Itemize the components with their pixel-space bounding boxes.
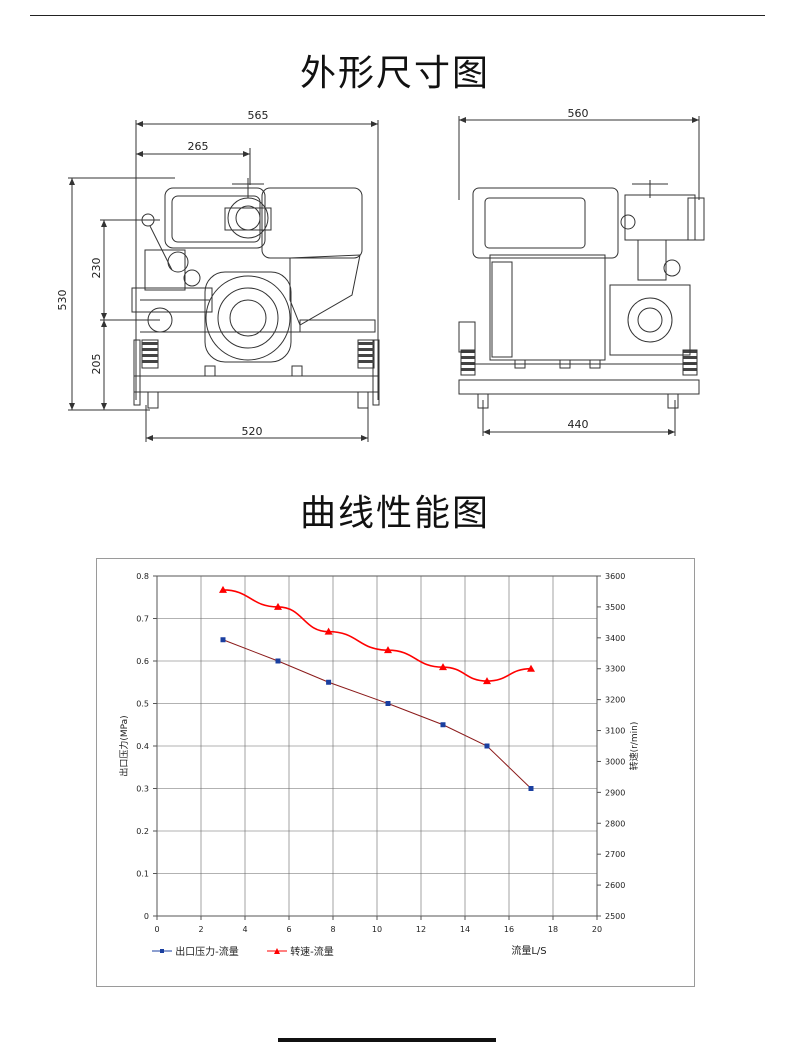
data-point-pressure [440, 722, 446, 728]
y-left-tick-label: 0.6 [136, 657, 149, 666]
x-tick-label: 14 [460, 925, 470, 934]
dim-565-label: 565 [248, 109, 269, 122]
x-tick-label: 6 [286, 925, 291, 934]
data-point-speed [527, 664, 535, 672]
side-view [458, 116, 705, 436]
y-right-axis-label: 转速(r/min) [628, 722, 640, 771]
y-left-tick-label: 0.5 [136, 700, 149, 709]
y-right-tick-label: 3400 [605, 634, 625, 643]
y-left-tick-label: 0.2 [136, 827, 149, 836]
performance-chart: 0 2 4 6 8 10 12 14 16 18 20 0 0.1 0.2 0.3 0.4 0.5 0.6 0.7 0… [96, 558, 695, 987]
dim-205-label: 205 [90, 354, 103, 375]
dim-560-label: 560 [568, 107, 589, 120]
dimension-section-title: 外形尺寸图 [299, 53, 490, 94]
y-right-tick-label: 2700 [605, 850, 625, 859]
y-left-tick-label: 0.1 [136, 870, 149, 879]
x-tick-label: 8 [330, 925, 335, 934]
data-point-speed [384, 646, 392, 654]
data-point-speed [324, 627, 333, 635]
y-left-tick-label: 0.8 [136, 572, 149, 581]
y-right-tick-label: 2500 [605, 912, 625, 921]
x-tick-label: 20 [592, 925, 602, 934]
legend-pressure-label: 出口压力-流量 [175, 947, 239, 958]
y-right-tick-label: 3000 [605, 757, 625, 766]
data-point-speed [483, 677, 491, 685]
y-right-tick-label: 2800 [605, 819, 625, 828]
y-left-tick-label: 0 [144, 912, 149, 921]
performance-section-title: 曲线性能图 [299, 493, 490, 534]
y-right-tick-label: 2600 [605, 881, 625, 890]
spring-marks [142, 342, 697, 371]
y-right-tick-label: 2900 [605, 788, 625, 797]
x-tick-label: 4 [242, 925, 247, 934]
y-right-tick-label: 3500 [605, 603, 625, 612]
data-point-speed [274, 602, 282, 610]
bottom-divider [278, 1038, 496, 1042]
data-point-pressure [275, 658, 281, 664]
x-tick-label: 10 [372, 925, 382, 934]
y-right-tick-label: 3600 [605, 572, 625, 581]
legend-item-pressure: 出口压力-流量 [152, 943, 239, 958]
x-tick-label: 2 [198, 925, 203, 934]
front-view [68, 120, 380, 442]
x-tick-label: 12 [416, 925, 426, 934]
x-tick-label: 18 [548, 925, 558, 934]
legend-item-speed: 转速-流量 [267, 943, 334, 958]
data-point-pressure [326, 679, 332, 685]
dim-265-label: 265 [188, 140, 209, 153]
y-right-tick-label: 3300 [605, 665, 625, 674]
x-tick-label: 16 [504, 925, 514, 934]
x-axis-label: 流量L/S [511, 944, 546, 957]
data-point-speed [439, 663, 447, 671]
x-tick-label: 0 [154, 925, 159, 934]
y-left-tick-label: 0.7 [136, 615, 149, 624]
chart-canvas: 0 2 4 6 8 10 12 14 16 18 20 0 0.1 0.2 0.3 0.4 0.5 0.6 0.7 0… [118, 572, 640, 957]
dim-520-label: 520 [242, 425, 263, 438]
dimension-drawing: 565 265 530 230 205 520 560 440 [56, 107, 705, 442]
y-right-tick-label: 3200 [605, 696, 625, 705]
y-left-axis-label: 出口压力(MPa) [118, 715, 130, 776]
dim-230-label: 230 [90, 258, 103, 279]
dim-530-label: 530 [56, 290, 69, 311]
data-point-pressure [528, 786, 534, 791]
data-point-pressure [484, 743, 490, 749]
y-left-tick-label: 0.3 [136, 785, 149, 794]
y-right-tick-label: 3100 [605, 727, 625, 736]
legend-pressure-swatch [152, 947, 172, 958]
legend-speed-swatch [267, 947, 287, 958]
top-divider [30, 15, 765, 16]
y-left-tick-label: 0.4 [136, 742, 149, 751]
data-point-pressure [220, 637, 226, 643]
data-point-speed [219, 585, 227, 593]
legend-speed-label: 转速-流量 [290, 947, 334, 958]
data-point-pressure [385, 701, 391, 706]
dim-440-label: 440 [568, 418, 589, 431]
